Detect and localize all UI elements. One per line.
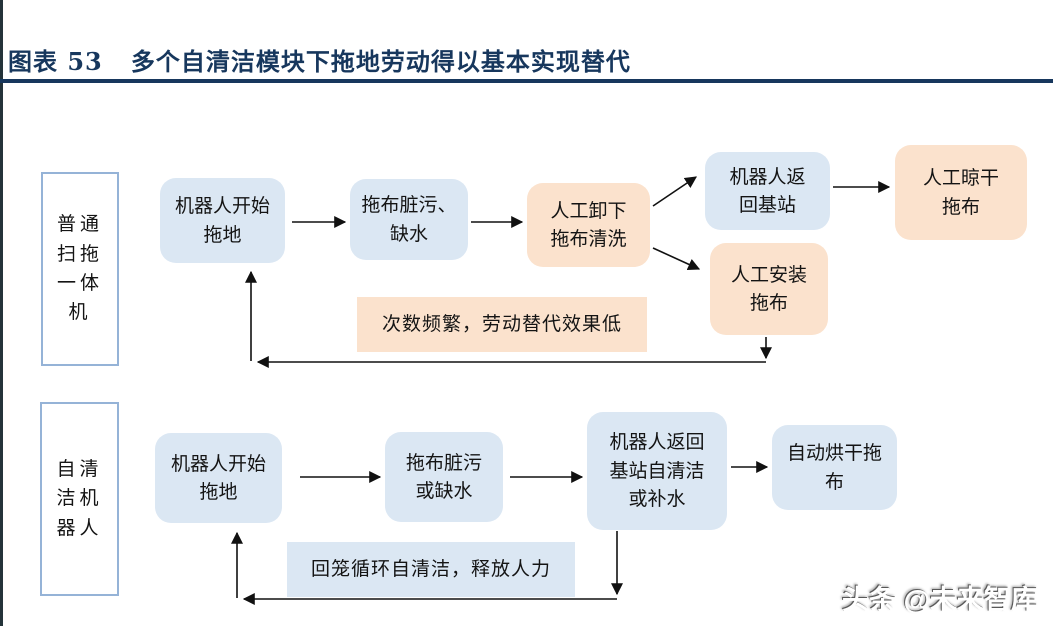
flow1-box-manual-dry-mop: 人工晾干 拖布: [895, 145, 1027, 240]
figure-title: 图表 53 多个自清洁模块下拖地劳动得以基本实现替代: [8, 47, 631, 76]
toutiao-watermark: 头条 @未来智库: [842, 585, 1038, 615]
arrow-f1-remove-to-return: [652, 176, 697, 207]
flow2-box-mop-dirty-or-no-water: 拖布脏污 或缺水: [385, 432, 503, 522]
flow1-box-manual-install-mop: 人工安装 拖布: [710, 243, 828, 335]
flow2-box-robot-self-clean-refill: 机器人返回 基站自清洁 或补水: [587, 412, 727, 530]
title-divider-rule: [0, 79, 1053, 83]
left-edge-line: [0, 0, 3, 626]
flow1-loop-note: 次数频繁，劳动替代效果低: [357, 297, 647, 352]
flow1-box-manual-remove-wash-mop: 人工卸下 拖布清洗: [527, 183, 650, 267]
flow1-box-mop-dirty-no-water: 拖布脏污、 缺水: [350, 179, 468, 260]
flow1-box-robot-starts-mopping: 机器人开始 拖地: [160, 178, 285, 263]
arrow-f1-remove-to-install: [652, 247, 701, 270]
flow2-loop-note: 回笼循环自清洁，释放人力: [287, 542, 575, 597]
flow2-box-robot-starts-mopping: 机器人开始 拖地: [155, 433, 282, 523]
flow2-category-label: 自清 洁机 器人: [40, 402, 119, 596]
flow2-box-auto-dry-mop: 自动烘干拖 布: [772, 425, 897, 510]
flow1-box-robot-returns-base: 机器人返 回基站: [705, 152, 830, 230]
flow1-category-label: 普通 扫拖 一体 机: [41, 172, 119, 366]
